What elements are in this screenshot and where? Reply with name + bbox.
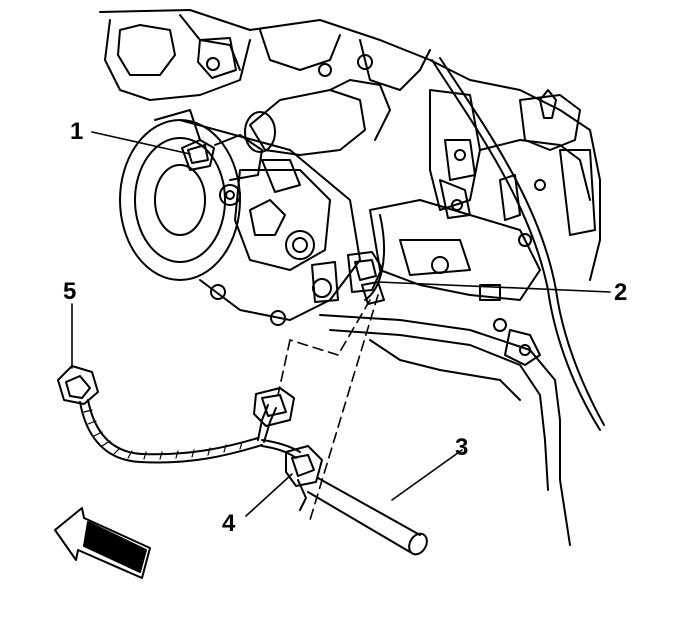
callout-2: 2 xyxy=(614,279,628,306)
center-block xyxy=(364,199,541,332)
callout-4: 4 xyxy=(222,510,236,537)
right-cable xyxy=(431,57,605,431)
wiring-harness xyxy=(57,365,323,511)
callout-1: 1 xyxy=(70,118,84,145)
callout-leaders xyxy=(71,131,611,517)
arrow-left-front-icon xyxy=(54,507,151,579)
tube-3 xyxy=(307,477,428,556)
lower-frame xyxy=(319,314,571,546)
callout-3: 3 xyxy=(455,434,469,461)
upper-pipe xyxy=(244,79,391,156)
engine-upper-outline xyxy=(99,9,601,281)
harness-texture xyxy=(83,409,243,460)
callout-5: 5 xyxy=(63,278,77,305)
connector-2 xyxy=(347,251,385,305)
connector-1 xyxy=(181,139,215,171)
ac-compressor xyxy=(119,109,361,326)
right-bracket xyxy=(429,89,596,247)
dashed-leaders xyxy=(277,294,379,521)
